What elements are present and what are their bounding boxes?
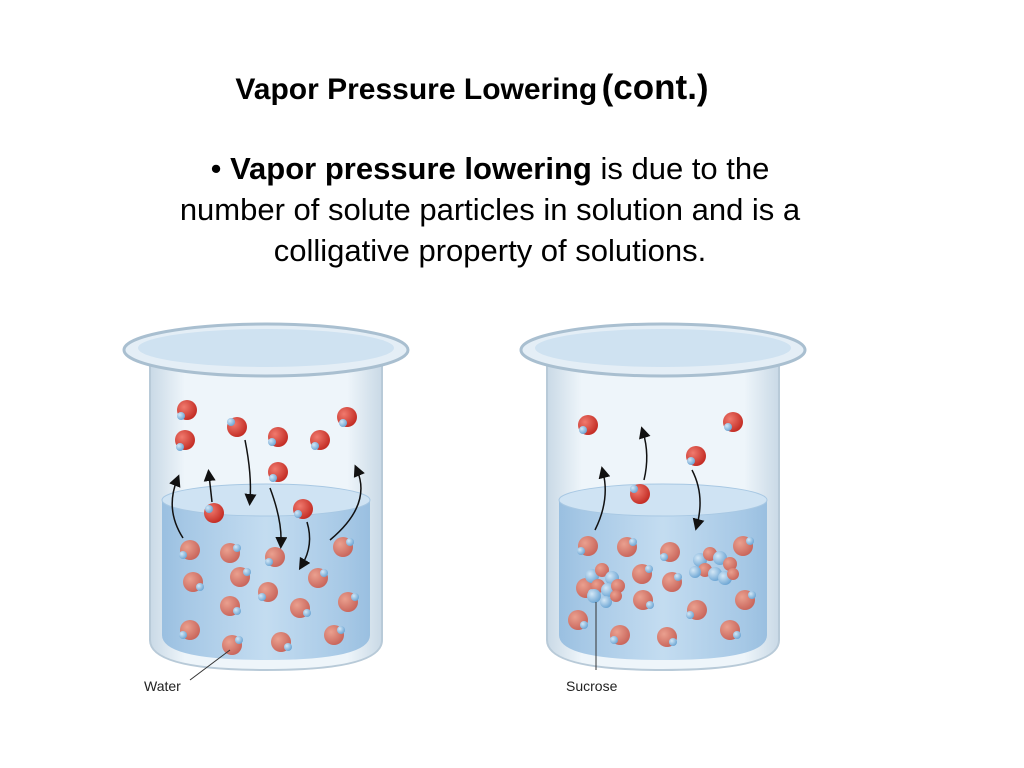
body-line-2: number of solute particles in solution a…: [179, 192, 801, 227]
sucrose-beaker: [519, 322, 807, 672]
water-molecule-icon: [227, 417, 247, 437]
title-main: Vapor Pressure Lowering: [235, 73, 598, 106]
water-molecule-icon: [177, 400, 197, 420]
water-vapor-molecules: [175, 400, 357, 523]
bullet: •: [210, 151, 222, 186]
title-sub: (cont.): [601, 68, 709, 107]
water-molecule-icon: [293, 499, 313, 519]
water-molecule-icon: [268, 462, 288, 482]
water-molecule-icon: [204, 503, 224, 523]
body-rest-line1: is due to the: [591, 151, 770, 186]
arrow-icon: [594, 426, 705, 531]
slide-body: • Vapor pressure lowering is due to the …: [80, 148, 900, 271]
arrow-icon: [169, 439, 365, 571]
body-line-3: colligative property of solutions.: [273, 233, 707, 268]
water-liquid-molecules: [179, 537, 359, 655]
beakers-illustration: Water Sucrose: [122, 322, 807, 694]
water-molecule-icon: [686, 446, 706, 466]
water-label: Water: [144, 678, 181, 694]
water-molecule-icon: [310, 430, 330, 450]
sucrose-label-group: Sucrose: [566, 602, 618, 694]
sucrose-molecule-icon: [689, 547, 739, 585]
sucrose-vapor-molecules: [578, 412, 743, 504]
water-beaker: [122, 322, 410, 672]
water-molecule-icon: [578, 415, 598, 435]
water-molecule-icon: [723, 412, 743, 432]
water-molecule-icon: [337, 407, 357, 427]
slide-title: Vapor Pressure Lowering (cont.): [0, 68, 944, 108]
sucrose-molecule-icon: [585, 563, 625, 608]
body-bold-term: Vapor pressure lowering: [230, 151, 592, 186]
body-line-1: • Vapor pressure lowering is due to the: [80, 148, 900, 189]
sucrose-label: Sucrose: [566, 678, 618, 694]
water-molecule-icon: [175, 430, 195, 451]
water-molecule-icon: [268, 427, 288, 447]
water-label-group: Water: [144, 649, 231, 694]
water-molecule-icon: [630, 484, 650, 504]
